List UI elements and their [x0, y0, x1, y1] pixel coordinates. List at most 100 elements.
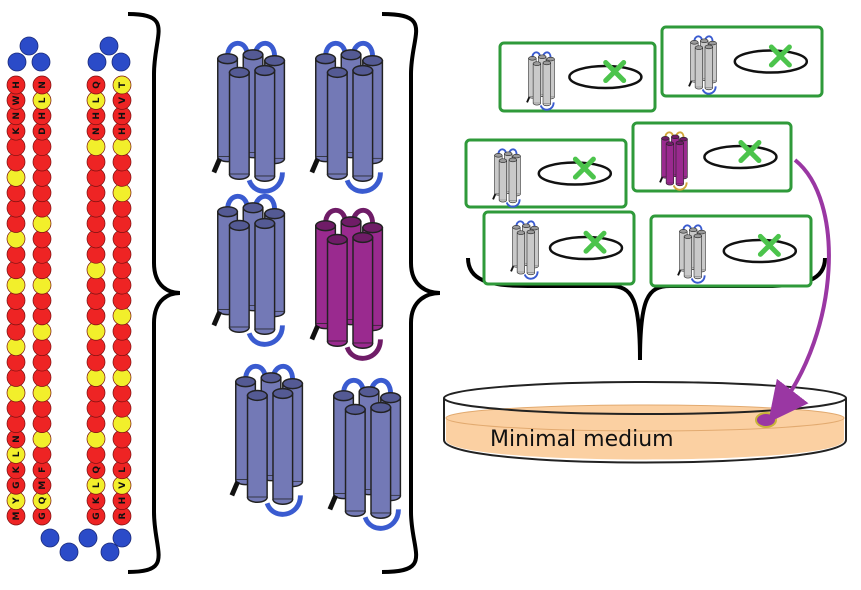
- helix-loop: [264, 495, 303, 517]
- helix-cap: [498, 158, 508, 163]
- helix-tail: [229, 480, 240, 497]
- residue-letter: V: [118, 482, 128, 489]
- turn-bead: [78, 528, 98, 548]
- helix-cap: [260, 372, 282, 384]
- empty-colony-ring: [722, 238, 798, 264]
- helix-cap: [282, 378, 304, 390]
- inactive-mini-bundle: [688, 35, 717, 95]
- helix-cap: [494, 153, 503, 158]
- helix-tail: [211, 157, 222, 174]
- helix-cylinder: [683, 236, 693, 277]
- helix-bottom: [326, 174, 348, 180]
- helix-cap: [690, 40, 699, 45]
- helix-bottom: [352, 343, 374, 349]
- residue-letter: K: [12, 465, 22, 473]
- residue-letter: H: [38, 112, 48, 120]
- helix-bundle: [309, 40, 384, 194]
- helix-cap: [344, 403, 366, 416]
- empty-colony-ring: [548, 235, 624, 261]
- empty-colony-ring: [537, 161, 613, 186]
- helix-cap: [217, 53, 239, 65]
- helix-cylinder: [532, 63, 542, 104]
- helix-cap: [532, 61, 542, 66]
- helix-cylinder: [370, 406, 392, 515]
- helix-tail: [526, 96, 531, 103]
- helix-cap: [326, 66, 348, 79]
- helix-cylinder: [272, 392, 294, 501]
- residue-letter: V: [118, 97, 128, 104]
- no-growth-cross-icon: [757, 233, 781, 257]
- helix-cap: [694, 45, 704, 50]
- helix-cylinder: [326, 238, 348, 343]
- minimal-medium-label: Minimal medium: [490, 427, 674, 452]
- residue-letter: G: [92, 512, 102, 519]
- residue-bead: [32, 75, 52, 95]
- helix-loop: [539, 102, 555, 111]
- helix-cap: [272, 387, 294, 400]
- helix-bottom: [526, 272, 535, 276]
- helix-cap: [315, 220, 337, 232]
- helix-cylinder: [344, 408, 366, 513]
- helix-cap: [671, 134, 680, 139]
- helix-cylinder: [508, 159, 517, 202]
- residue-letter: D: [38, 127, 48, 134]
- active-mini-bundle: [659, 131, 688, 191]
- helix-cap: [264, 208, 286, 220]
- helix-loop: [505, 199, 521, 208]
- helix-cap: [340, 49, 362, 61]
- helix-cap: [315, 53, 337, 65]
- screen-box-frame: [631, 121, 793, 193]
- helix-cap: [254, 64, 276, 77]
- helix-cylinder: [246, 394, 268, 499]
- residue-letter: L: [12, 451, 22, 457]
- helix-loop: [672, 182, 688, 191]
- helix-cap: [697, 229, 706, 235]
- helix-bottom: [704, 87, 713, 91]
- helix-tail: [211, 310, 222, 327]
- helix-cap: [528, 56, 537, 61]
- residue-letter: H: [118, 497, 128, 505]
- turn-bead: [19, 36, 39, 56]
- petri-dish: Minimal medium: [443, 158, 847, 464]
- screening-boxes: [464, 25, 824, 288]
- helix-cap: [380, 392, 402, 404]
- helix-cap: [242, 49, 264, 61]
- helix-cap: [675, 140, 684, 146]
- dish-rim: [443, 381, 847, 415]
- screen-box: [464, 138, 628, 209]
- turn-bead: [31, 52, 51, 72]
- helix-cylinder: [665, 143, 675, 184]
- residue-letter: M: [38, 481, 48, 490]
- helix-cap: [504, 151, 513, 156]
- turn-bead: [99, 36, 119, 56]
- helix-bottom: [254, 176, 276, 182]
- residue-letter: G: [38, 512, 48, 519]
- residue-letter: W: [12, 95, 22, 105]
- residue-letter: N: [12, 435, 22, 443]
- helix-cap: [530, 225, 539, 231]
- helix-cap: [228, 66, 250, 79]
- helix-cap: [665, 141, 675, 146]
- helix-cylinder: [542, 62, 551, 105]
- helix-bottom: [516, 272, 526, 275]
- no-growth-cross-icon: [583, 230, 607, 254]
- helix-cap: [689, 227, 698, 232]
- residue-letter: L: [118, 467, 128, 473]
- residue-letter: Y: [12, 497, 22, 505]
- helix-bundle: [211, 193, 286, 347]
- residue-letter: L: [38, 97, 48, 103]
- helix-loop: [246, 325, 285, 347]
- helix-loop: [362, 509, 401, 531]
- residue-letter: K: [12, 127, 22, 135]
- helix-cylinder: [526, 231, 535, 274]
- helix-tail: [309, 324, 320, 341]
- helix-tail: [492, 193, 497, 200]
- dish-body: [443, 381, 847, 464]
- helix-cap: [362, 55, 384, 67]
- residue-bead: [86, 75, 106, 95]
- helix-cap: [246, 389, 268, 402]
- selection-arrow: [768, 158, 831, 423]
